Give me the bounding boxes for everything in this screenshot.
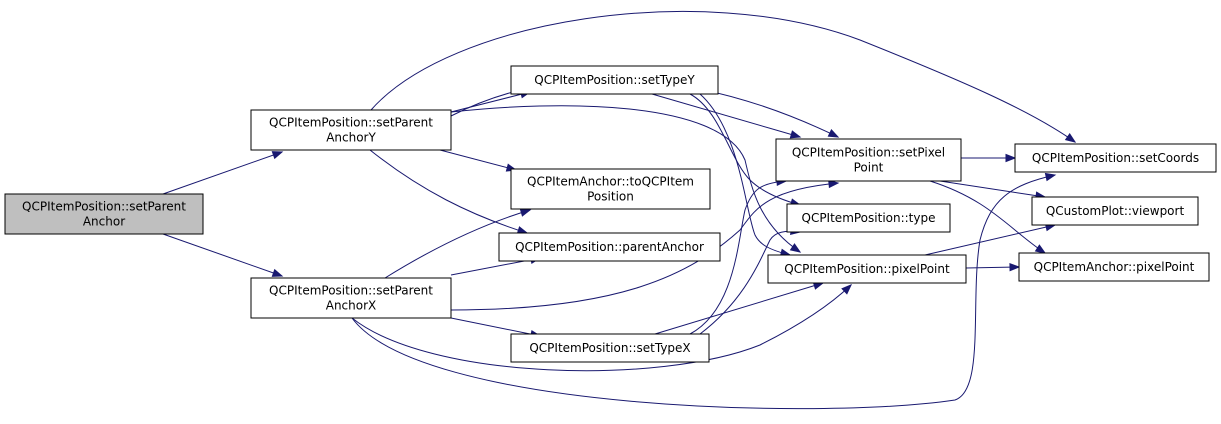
nodes-layer: QCPItemPosition::setParentAnchorQCPItemP… bbox=[4, 65, 1217, 363]
edge-setParentAnchorX-to-setCoords bbox=[351, 172, 1057, 410]
node-box bbox=[767, 254, 967, 284]
node-label-line: QCPItemPosition::parentAnchor bbox=[515, 240, 704, 254]
edge-pixelPoint-to-anchorPixelPoint bbox=[965, 262, 1021, 272]
node-viewport[interactable]: QCustomPlot::viewport bbox=[1031, 196, 1199, 226]
edge-line bbox=[689, 180, 787, 335]
node-label-line: QCPItemPosition::setCoords bbox=[1032, 151, 1199, 165]
arrowhead-icon bbox=[789, 130, 802, 139]
edge-line bbox=[939, 180, 1046, 198]
node-parent-anchor[interactable]: QCPItemPosition::parentAnchor bbox=[498, 232, 721, 262]
node-label-line: Point bbox=[854, 161, 884, 175]
node-label-line: QCPItemPosition::pixelPoint bbox=[784, 262, 950, 276]
edge-setTypeX-to-pixelPoint bbox=[654, 281, 825, 335]
edge-line bbox=[384, 209, 531, 279]
arrowhead-icon bbox=[1044, 172, 1057, 182]
edge-line bbox=[369, 149, 528, 234]
edge-setParentAnchorY-to-setCoords bbox=[370, 10, 1077, 143]
edge-line bbox=[699, 93, 791, 256]
node-set-coords[interactable]: QCPItemPosition::setCoords bbox=[1014, 143, 1217, 173]
node-label-line: QCPItemAnchor::toQCPItem bbox=[527, 175, 694, 189]
arrowhead-icon bbox=[789, 243, 802, 253]
arrowhead-icon bbox=[841, 284, 852, 295]
edge-line bbox=[651, 93, 801, 138]
node-box bbox=[250, 277, 452, 319]
edge-line bbox=[439, 149, 517, 171]
node-label-line: QCPItemPosition::setPixel bbox=[792, 146, 945, 160]
arrowhead-icon bbox=[271, 268, 284, 277]
edge-setParentAnchorY-to-parentAnchor bbox=[369, 149, 529, 235]
edge-line bbox=[450, 91, 531, 113]
node-box bbox=[1031, 196, 1199, 226]
node-label-line: QCPItemPosition::setParent bbox=[269, 116, 433, 130]
arrowhead-icon bbox=[1034, 244, 1047, 254]
node-label-line: QCPItemPosition::type bbox=[802, 211, 936, 225]
edge-setPixelPoint-to-setCoords bbox=[961, 153, 1017, 163]
node-label-line: QCPItemPosition::setParent bbox=[22, 200, 186, 214]
node-label-line: QCPItemAnchor::pixelPoint bbox=[1034, 260, 1195, 274]
edge-setParentAnchor-to-setParentAnchorY bbox=[162, 151, 284, 195]
edge-line bbox=[162, 233, 283, 277]
node-box bbox=[1014, 143, 1217, 173]
arrowhead-icon bbox=[828, 179, 840, 189]
node-box bbox=[510, 333, 710, 363]
edge-setParentAnchor-to-setParentAnchorX bbox=[162, 233, 284, 277]
node-label-line: AnchorY bbox=[326, 131, 376, 145]
edge-setParentAnchorY-to-toQCPItemPosition bbox=[439, 149, 518, 172]
arrowhead-icon bbox=[1064, 133, 1077, 143]
node-box bbox=[775, 138, 962, 182]
edge-setPixelPoint-to-viewport bbox=[939, 180, 1047, 200]
node-pixel-point[interactable]: QCPItemPosition::pixelPoint bbox=[767, 254, 967, 284]
node-label-line: QCustomPlot::viewport bbox=[1046, 204, 1185, 218]
edge-line bbox=[689, 93, 801, 206]
edge-line bbox=[450, 317, 541, 337]
node-set-type-x[interactable]: QCPItemPosition::setTypeX bbox=[510, 333, 710, 363]
edge-line bbox=[699, 230, 801, 335]
arrowhead-icon bbox=[1009, 262, 1021, 272]
node-set-type-y[interactable]: QCPItemPosition::setTypeY bbox=[510, 65, 719, 95]
edge-setPixelPoint-to-anchorPixelPoint bbox=[929, 180, 1047, 254]
edge-line bbox=[929, 180, 1046, 254]
node-label-line: AnchorX bbox=[326, 299, 377, 313]
node-type[interactable]: QCPItemPosition::type bbox=[786, 203, 951, 233]
node-label-line: Position bbox=[587, 190, 634, 204]
node-box bbox=[786, 203, 951, 233]
arrowhead-icon bbox=[519, 208, 532, 217]
node-box bbox=[1018, 252, 1210, 282]
node-box bbox=[510, 168, 711, 210]
arrowhead-icon bbox=[271, 151, 284, 160]
node-box bbox=[4, 193, 204, 235]
edge-line bbox=[370, 10, 1076, 143]
edge-setParentAnchorX-to-pixelPoint bbox=[351, 284, 852, 372]
edge-setTypeY-to-setPixelPoint bbox=[651, 93, 802, 139]
edge-line bbox=[351, 174, 1056, 410]
node-label-line: Anchor bbox=[83, 215, 125, 229]
node-box bbox=[250, 109, 452, 151]
node-label-line: QCPItemPosition::setTypeX bbox=[529, 341, 690, 355]
arrowhead-icon bbox=[1005, 153, 1017, 163]
node-label-line: QCPItemPosition::setTypeY bbox=[534, 73, 695, 87]
node-box bbox=[498, 232, 721, 262]
edge-line bbox=[351, 284, 852, 372]
edge-setParentAnchorX-to-toQCPItemPosition bbox=[384, 208, 532, 279]
edge-line bbox=[924, 224, 1056, 256]
arrowhead-icon bbox=[827, 129, 840, 138]
node-anchor-pixel-point[interactable]: QCPItemAnchor::pixelPoint bbox=[1018, 252, 1210, 282]
node-label-line: QCPItemPosition::setParent bbox=[269, 284, 433, 298]
edge-line bbox=[654, 282, 824, 335]
edge-line bbox=[162, 151, 283, 195]
node-box bbox=[510, 65, 719, 95]
